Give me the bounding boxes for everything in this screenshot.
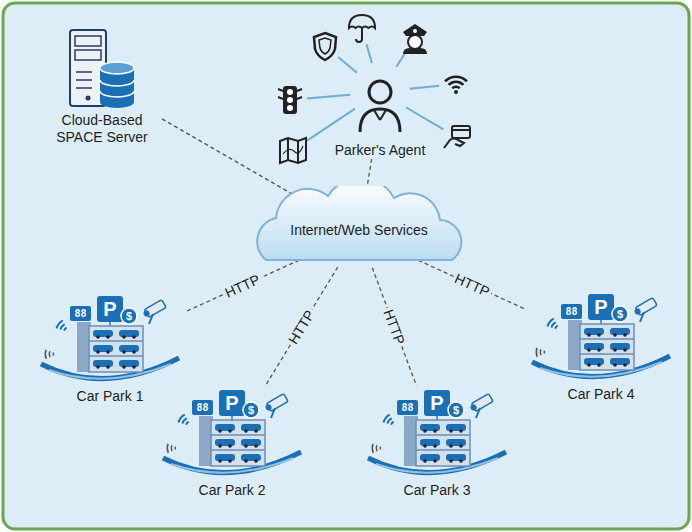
parker-agent: Parker's Agent [330,70,430,159]
service-link [410,86,439,89]
parking-sign: P [588,294,614,320]
service-link [307,109,355,141]
car-park: Car Park 4 88 P$ [526,290,676,403]
service-link [367,44,372,63]
node-label: Cloud-Based SPACE Server [42,112,162,146]
node-label: Parker's Agent [330,142,430,159]
node-label: Car Park 2 [157,482,307,499]
display-digits: 88 [70,306,91,321]
payment-sign: $ [448,402,464,418]
dashed-link [185,260,299,312]
protocol-label: HTTP [284,305,319,348]
traffic-icon [278,86,302,114]
parking-sign: P [219,390,245,416]
police-icon [403,24,427,54]
server-icon [42,26,162,112]
person-icon [330,70,430,142]
car-park: Car Park 3 88 P$ [362,386,512,499]
payment-sign: $ [121,308,137,324]
frame [3,3,689,529]
dashed-link [372,268,416,386]
car-park: Car Park 2 88 P$ [157,386,307,499]
parking-sign: P [97,296,123,322]
display-digits: 88 [561,304,582,319]
dashed-link [162,119,304,201]
service-link [338,57,357,73]
internet-cloud: Internet/Web Services [248,186,470,268]
car-park: Car Park 1 88 P$ [35,292,185,405]
payment-sign: $ [243,402,259,418]
protocol-label: HTTP [450,269,494,300]
card-icon [444,126,470,148]
dashed-link [418,260,526,309]
shield-icon [314,33,336,60]
cloud-server: Cloud-Based SPACE Server [42,26,162,146]
map-icon [280,138,306,163]
service-link [307,95,350,99]
display-digits: 88 [192,400,213,415]
network-label: Internet/Web Services [248,186,470,239]
service-link [396,52,405,67]
umbrella-icon [349,15,375,42]
agent-services [278,15,470,163]
node-label: Car Park 1 [35,388,185,405]
protocol-label: HTTP [220,270,264,301]
wifi-icon [444,76,468,94]
node-label: Car Park 4 [526,386,676,403]
protocol-label: HTTP [380,305,409,349]
payment-sign: $ [612,306,628,322]
node-label: Car Park 3 [362,482,512,499]
display-digits: 88 [397,400,418,415]
parking-sign: P [424,390,450,416]
dashed-link [265,267,337,386]
service-link [406,107,444,129]
